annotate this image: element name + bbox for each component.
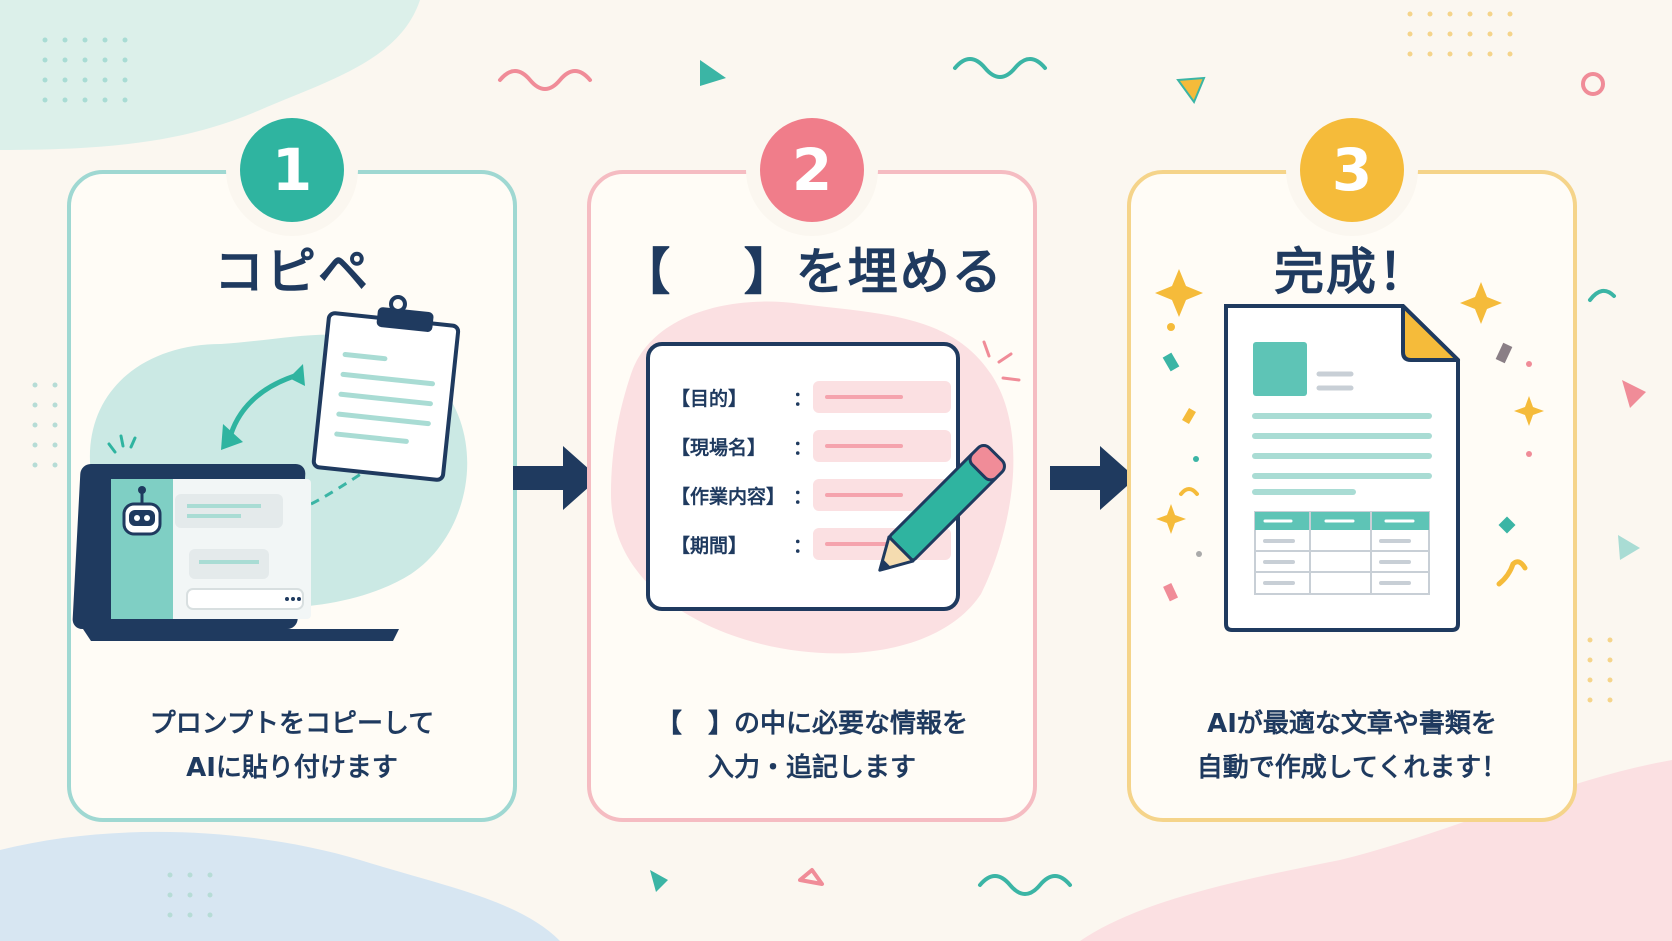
arrow-right-icon bbox=[513, 446, 599, 510]
step-card-1: 1 コピペ プロンプトをコピーして AIに貼り付けます bbox=[67, 118, 517, 822]
form-field-label: 【現場名】 bbox=[671, 437, 767, 459]
step-number-badge: 2 bbox=[760, 118, 864, 222]
completed-document-illustration bbox=[1155, 269, 1544, 632]
sparkle-icon bbox=[1155, 269, 1544, 534]
step-number-badge: 1 bbox=[240, 118, 344, 222]
step-description: プロンプトをコピーして AIに貼り付けます bbox=[71, 702, 513, 790]
step-title: コピペ bbox=[214, 243, 370, 301]
step-title: 完成！ bbox=[1274, 243, 1430, 301]
form-field-label: 【作業内容】 bbox=[671, 486, 786, 508]
form-field-label: 【期間】 bbox=[671, 535, 748, 557]
copy-paste-illustration bbox=[72, 295, 468, 641]
step-description: AIが最適な文章や書類を 自動で作成してくれます！ bbox=[1131, 702, 1573, 790]
step-card-3: 3 完成！ AIが最適な文章や書類を 自動で作成してくれます！ bbox=[1127, 118, 1577, 822]
step-description-line: AIが最適な文章や書類を bbox=[1207, 709, 1497, 739]
step-number-badge: 3 bbox=[1300, 118, 1404, 222]
step-description: 【 】の中に必要な情報を 入力・追記します bbox=[591, 702, 1033, 790]
step-description-line: 自動で作成してくれます！ bbox=[1196, 753, 1508, 783]
arrow-right-icon bbox=[1050, 446, 1136, 510]
step-description-line: 【 】の中に必要な情報を bbox=[655, 709, 968, 739]
document-icon bbox=[1224, 304, 1460, 632]
step-title: 【 】を埋める bbox=[620, 243, 1004, 301]
fill-form-illustration bbox=[611, 301, 1021, 654]
step-description-line: 入力・追記します bbox=[707, 753, 916, 783]
step-description-line: プロンプトをコピーして bbox=[149, 709, 435, 739]
step-card-2: 2 【 】を埋める 【目的】 【現場名】 【作業内容】 【期間】 ： ： ： ：… bbox=[587, 118, 1037, 822]
form-field-colon: ： bbox=[793, 388, 813, 410]
step-description-line: AIに貼り付けます bbox=[186, 753, 398, 783]
form-field-colon: ： bbox=[793, 535, 813, 557]
robot-icon bbox=[122, 486, 162, 536]
form-field-colon: ： bbox=[793, 437, 813, 459]
form-field-label: 【目的】 bbox=[671, 388, 748, 410]
laptop-icon bbox=[72, 464, 399, 641]
pencil-icon bbox=[878, 444, 1006, 572]
clipboard-icon bbox=[311, 295, 461, 482]
form-field-colon: ： bbox=[793, 486, 813, 508]
